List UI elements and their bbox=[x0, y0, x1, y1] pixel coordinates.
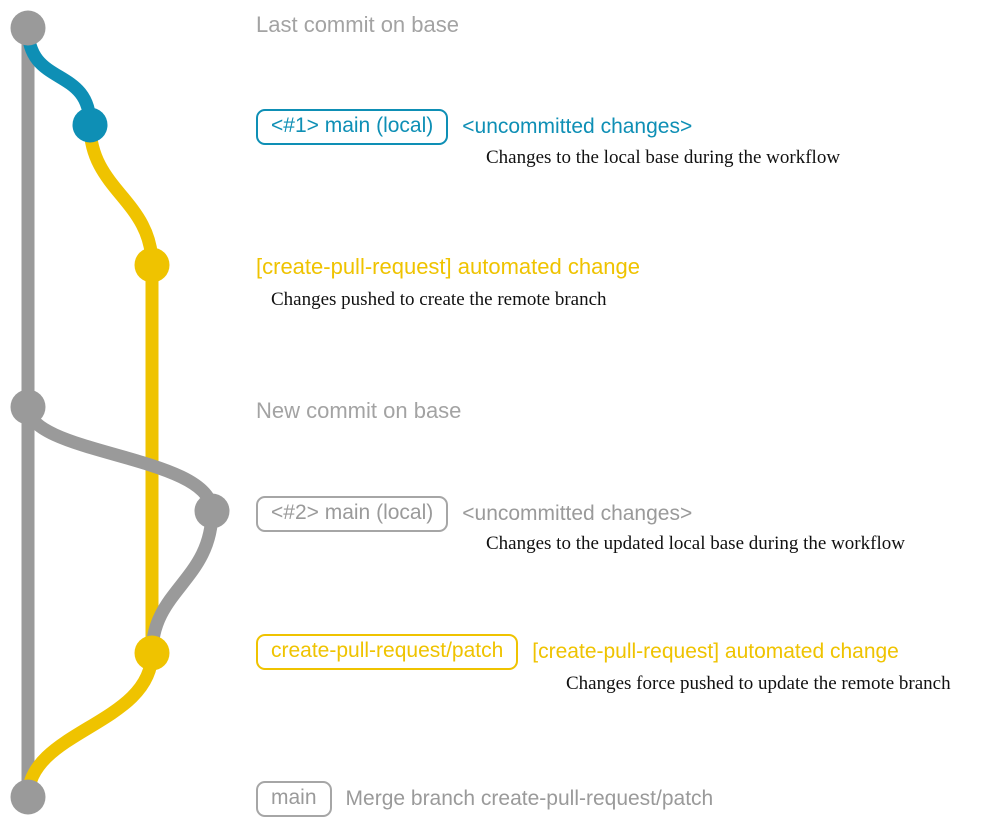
edge-patch-branch bbox=[83, 118, 159, 660]
commit-node-new-commit-on-base[interactable] bbox=[10, 389, 46, 425]
commit-subject-automated-1: [create-pull-request] automated change bbox=[256, 254, 641, 279]
git-commit-graph bbox=[10, 10, 230, 815]
commit-node-local-change-1[interactable] bbox=[72, 107, 108, 143]
edge-base-to-local-2 bbox=[21, 400, 219, 518]
edge-patch-to-merge bbox=[21, 646, 159, 804]
commit-note-local-1: Changes to the local base during the wor… bbox=[486, 147, 841, 168]
row-local-change-2: <#2> main (local) <uncommitted changes> bbox=[256, 496, 693, 533]
commit-subject-local-2: <uncommitted changes> bbox=[462, 502, 693, 525]
commit-note-automated-1: Changes pushed to create the remote bran… bbox=[271, 289, 607, 310]
commit-note-local-2: Changes to the updated local base during… bbox=[486, 533, 905, 554]
edge-local-2-to-patch bbox=[145, 504, 219, 660]
edge-base-to-local-1 bbox=[21, 21, 97, 132]
commit-subject-merge: Merge branch create-pull-request/patch bbox=[345, 787, 714, 810]
commit-node-last-commit-on-base[interactable] bbox=[10, 10, 46, 46]
commit-subject-automated-2: [create-pull-request] automated change bbox=[532, 640, 899, 663]
heading-last-commit-on-base: Last commit on base bbox=[256, 12, 459, 37]
commit-node-automated-change-2[interactable] bbox=[134, 635, 170, 671]
commit-node-local-change-2[interactable] bbox=[194, 493, 230, 529]
commit-node-automated-change-1[interactable] bbox=[134, 247, 170, 283]
commit-subject-local-1: <uncommitted changes> bbox=[462, 115, 693, 138]
heading-new-commit-on-base: New commit on base bbox=[256, 398, 462, 423]
branch-badge-local-2[interactable]: <#2> main (local) bbox=[256, 496, 449, 533]
branch-badge-local-1[interactable]: <#1> main (local) bbox=[256, 109, 449, 146]
row-local-change-1: <#1> main (local) <uncommitted changes> bbox=[256, 109, 693, 146]
branch-badge-main[interactable]: main bbox=[256, 781, 332, 818]
row-merge-commit: main Merge branch create-pull-request/pa… bbox=[256, 781, 714, 818]
commit-node-merge-commit[interactable] bbox=[10, 779, 46, 815]
row-automated-change-2: create-pull-request/patch [create-pull-r… bbox=[256, 634, 899, 671]
commit-note-automated-2: Changes force pushed to update the remot… bbox=[566, 673, 951, 694]
branch-badge-patch[interactable]: create-pull-request/patch bbox=[256, 634, 519, 671]
